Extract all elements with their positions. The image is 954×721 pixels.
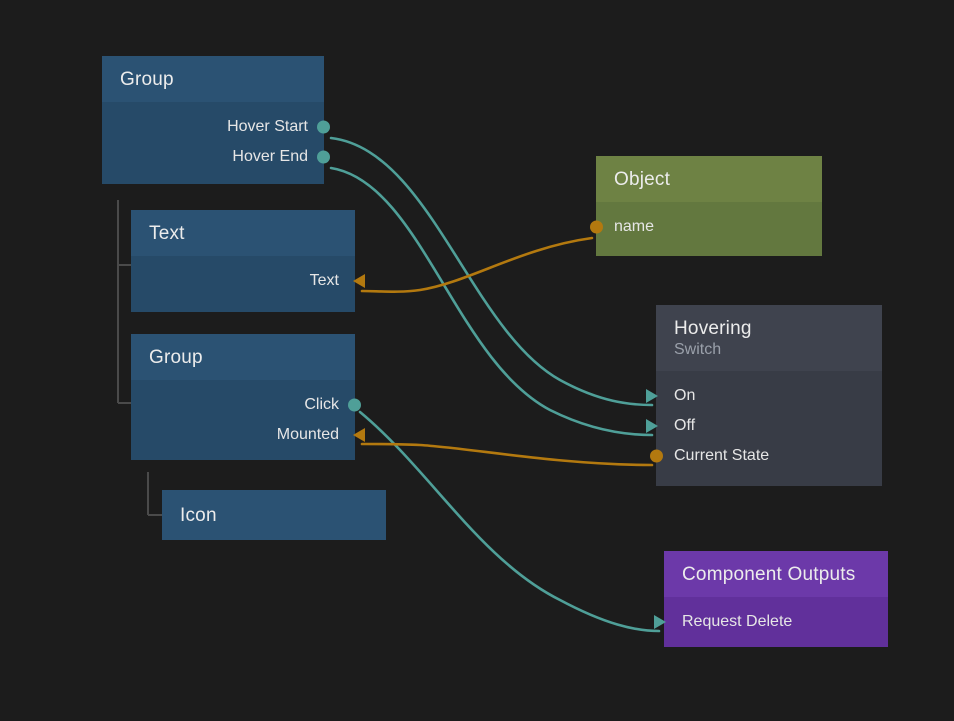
node-header-group-child[interactable]: Group	[131, 334, 355, 380]
port-arrow-icon[interactable]	[353, 428, 365, 442]
port-dot-icon[interactable]	[317, 150, 330, 163]
node-subtitle: Switch	[674, 342, 864, 359]
node-header-object-node[interactable]: Object	[596, 156, 822, 202]
port-text[interactable]: Text	[131, 266, 355, 296]
node-title: Hovering	[674, 319, 864, 339]
node-title: Icon	[180, 506, 217, 526]
node-header-group-root[interactable]: Group	[102, 56, 324, 102]
port-dot-icon[interactable]	[590, 220, 603, 233]
node-text-node[interactable]: TextText	[131, 210, 355, 322]
port-dot-icon[interactable]	[650, 449, 663, 462]
port-request-delete[interactable]: Request Delete	[664, 607, 888, 637]
node-header-text-node[interactable]: Text	[131, 210, 355, 256]
port-current-state[interactable]: Current State	[656, 441, 882, 471]
port-click[interactable]: Click	[131, 390, 355, 420]
node-body-group-root: Hover StartHover End	[102, 102, 324, 184]
node-body-hovering-node: OnOffCurrent State	[656, 371, 882, 486]
node-component-outputs[interactable]: Component OutputsRequest Delete	[664, 551, 888, 657]
port-label: Click	[304, 396, 339, 414]
port-hover-end[interactable]: Hover End	[102, 142, 324, 172]
port-label: Request Delete	[682, 613, 792, 631]
port-label: Mounted	[277, 426, 339, 444]
node-title: Component Outputs	[682, 565, 870, 585]
node-object-node[interactable]: Object name	[596, 156, 822, 266]
node-title: Object	[614, 170, 804, 190]
node-body-text-node: Text	[131, 256, 355, 312]
edge-current-state-to-mounted[interactable]	[362, 444, 652, 465]
node-group-child[interactable]: GroupClickMounted	[131, 334, 355, 470]
port-dot-icon[interactable]	[317, 120, 330, 133]
node-title: Text	[149, 224, 337, 244]
edge-click-to-request-delete[interactable]	[360, 412, 659, 631]
port-label: Hover Start	[227, 118, 308, 136]
port-label: Hover End	[232, 148, 308, 166]
node-group-root[interactable]: GroupHover StartHover End	[102, 56, 324, 194]
node-header-component-outputs[interactable]: Component Outputs	[664, 551, 888, 597]
port-arrow-icon[interactable]	[654, 615, 666, 629]
port-dot-icon[interactable]	[348, 398, 361, 411]
edge-name-to-text[interactable]	[362, 238, 592, 292]
port-label: Current State	[674, 447, 769, 465]
port-on[interactable]: On	[656, 381, 882, 411]
node-hovering-node[interactable]: HoveringSwitchOnOffCurrent State	[656, 305, 882, 494]
node-header-hovering-node[interactable]: HoveringSwitch	[656, 305, 882, 371]
port-label: Off	[674, 417, 695, 435]
port-label: name	[614, 218, 654, 236]
port-label: Text	[310, 272, 339, 290]
node-header-icon-node[interactable]: Icon	[162, 490, 386, 540]
node-title: Group	[120, 70, 306, 90]
node-body-object-node: name	[596, 202, 822, 256]
port-hover-start[interactable]: Hover Start	[102, 112, 324, 142]
port-arrow-icon[interactable]	[646, 389, 658, 403]
node-body-group-child: ClickMounted	[131, 380, 355, 460]
port-label: On	[674, 387, 695, 405]
node-body-component-outputs: Request Delete	[664, 597, 888, 647]
port-arrow-icon[interactable]	[353, 274, 365, 288]
port-name[interactable]: name	[596, 212, 822, 242]
port-off[interactable]: Off	[656, 411, 882, 441]
node-title: Group	[149, 348, 337, 368]
port-mounted[interactable]: Mounted	[131, 420, 355, 450]
port-arrow-icon[interactable]	[646, 419, 658, 433]
node-icon-node[interactable]: Icon	[162, 490, 386, 540]
